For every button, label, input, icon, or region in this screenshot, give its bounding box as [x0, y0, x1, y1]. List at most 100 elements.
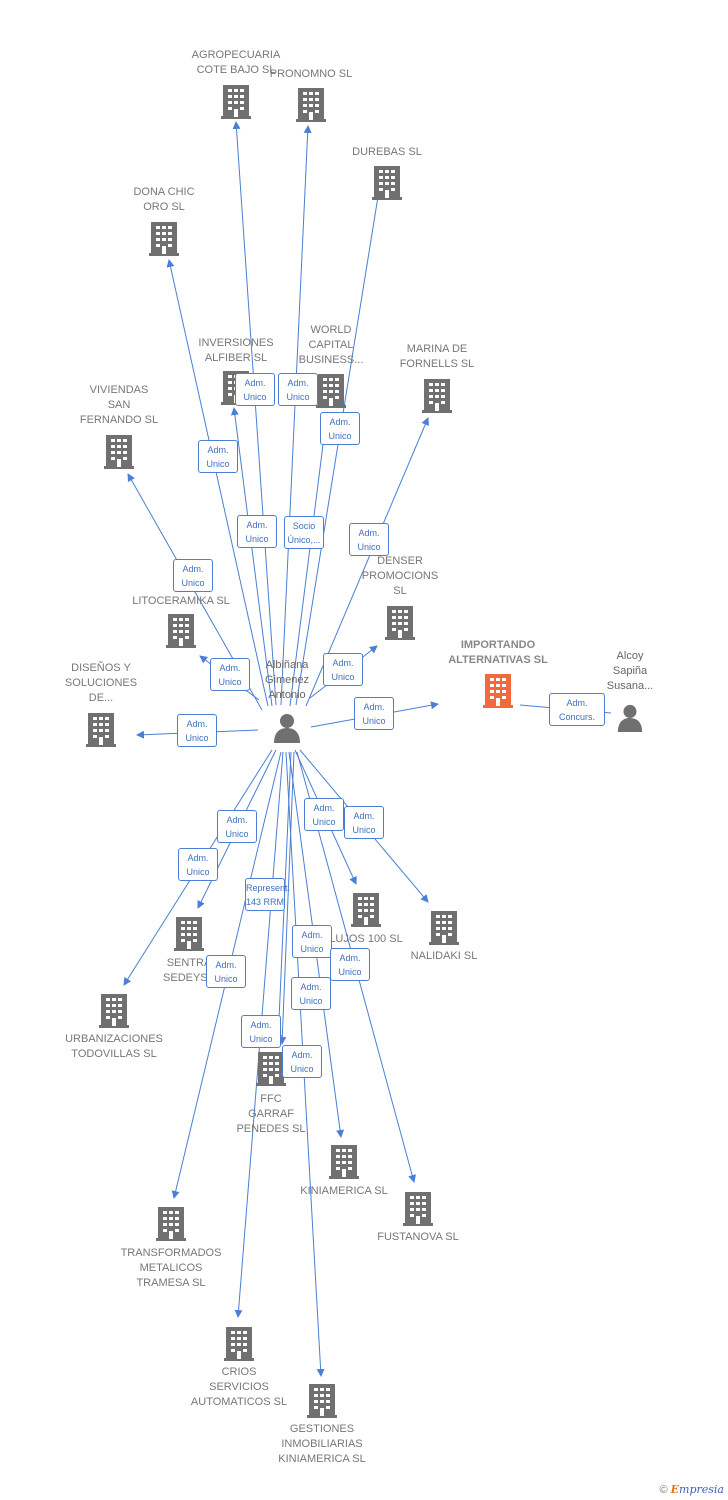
building-icon-crios[interactable]: [224, 1327, 254, 1361]
edge-badge-pronomno[interactable]: Adm. Unico: [278, 373, 318, 406]
edge-label-line: Unico: [249, 1034, 273, 1044]
edge-badge-inversiones[interactable]: Adm.Unico: [237, 515, 277, 548]
company-label-kiniamerica[interactable]: KINIAMERICA SL: [300, 1185, 388, 1197]
edge-label-line: Unico: [352, 825, 376, 835]
person-icon-alcoy[interactable]: [617, 704, 643, 732]
building-icon-transformados[interactable]: [156, 1207, 186, 1241]
footer-brand: © Empresia: [659, 1483, 724, 1496]
edge-label-line: Adm.: [182, 564, 204, 574]
edge-badge-sentra[interactable]: Adm.Unico: [217, 810, 257, 843]
edge-badge-fustanova[interactable]: Adm. Unico: [241, 1015, 281, 1048]
edge-label-line: Adm.: [313, 803, 335, 813]
edge-label-line: Unico: [185, 733, 209, 743]
building-icon-denser[interactable]: [385, 606, 415, 640]
company-label-fustanova[interactable]: FUSTANOVA SL: [377, 1231, 459, 1243]
building-icon-gestiones[interactable]: [307, 1384, 337, 1418]
edge-label-line: Unico: [206, 459, 230, 469]
company-label-durebas[interactable]: DUREBAS SL: [352, 146, 422, 158]
edge-line-inversiones: [230, 407, 273, 707]
edge-badge-lujos[interactable]: Adm.Unico: [304, 798, 344, 831]
edge-label-line: Único,...: [287, 535, 321, 545]
edge-label-line: Adm.: [363, 702, 385, 712]
building-icon-dona-chic[interactable]: [149, 222, 179, 256]
edge-label-line: Unico: [300, 944, 324, 954]
edge-label-line: Unico: [357, 542, 381, 552]
person-icon-center[interactable]: [274, 714, 300, 743]
edge-badge-durebas[interactable]: Adm.Unico: [320, 412, 360, 445]
edge-badge-ffc[interactable]: Adm. Unico: [292, 925, 332, 958]
edge-badge-nalidaki[interactable]: Adm. Unico: [344, 806, 384, 839]
building-icon-fustanova[interactable]: [403, 1192, 433, 1226]
building-icon-sentra[interactable]: [174, 917, 204, 951]
company-label-lujos[interactable]: LUJOS 100 SL: [329, 933, 403, 945]
building-icon-pronomno[interactable]: [296, 88, 326, 122]
edge-label-line: Adm.: [244, 378, 266, 388]
building-icon-agropecuaria[interactable]: [221, 85, 251, 119]
edge-label-line: Adm.: [332, 658, 354, 668]
edge-label-line: Adm.: [287, 378, 309, 388]
edge-label-line: Unico: [245, 534, 269, 544]
edge-label-line: Adm.: [219, 663, 241, 673]
building-icon-disenos[interactable]: [86, 713, 116, 747]
edge-label-line: Adm.: [215, 960, 237, 970]
edge-badge-agropecuaria[interactable]: Adm.Unico: [235, 373, 275, 406]
edge-badge-gestiones[interactable]: Adm.Unico: [282, 1045, 322, 1078]
edge-badge-marina[interactable]: Adm. Unico: [349, 523, 389, 556]
edge-label-line: Adm.: [207, 445, 229, 455]
edge-label-line: Unico: [286, 392, 310, 402]
edge-line-pronomno: [280, 125, 312, 706]
building-icon-litoceramika[interactable]: [166, 614, 196, 648]
edge-badge-denser[interactable]: Adm.Unico: [323, 653, 363, 686]
edge-badge-transformados[interactable]: Adm.Unico: [206, 955, 246, 988]
edge-badge-importando[interactable]: Adm. Unico: [354, 697, 394, 730]
edge-label-line: Adm.: [301, 930, 323, 940]
company-label-litoceramika[interactable]: LITOCERAMIKA SL: [132, 595, 230, 607]
building-icon-lujos[interactable]: [351, 893, 381, 927]
edge-badge-dona-chic[interactable]: Adm. Unico: [198, 440, 238, 473]
building-icon-nalidaki[interactable]: [429, 911, 459, 945]
edge-label-line: Adm.: [250, 1020, 272, 1030]
edge-label-line: Unico: [362, 716, 386, 726]
building-icon-kiniamerica[interactable]: [329, 1145, 359, 1179]
edge-label-line: Adm.: [353, 811, 375, 821]
company-label-pronomno[interactable]: PRONOMNO SL: [269, 68, 353, 80]
company-label-nalidaki[interactable]: NALIDAKI SL: [410, 950, 478, 962]
building-icon-urbanizaciones[interactable]: [99, 994, 129, 1028]
edge-badge-litoceramika[interactable]: Adm.Unico: [210, 658, 250, 691]
building-icon-importando[interactable]: [483, 674, 513, 708]
building-icon-world-capital[interactable]: [316, 374, 346, 408]
edge-badge-disenos[interactable]: Adm.Unico: [177, 714, 217, 747]
edge-badge-kiniamerica[interactable]: Adm.Unico: [330, 948, 370, 981]
building-icon-viviendas[interactable]: [104, 435, 134, 469]
building-icon-durebas[interactable]: [372, 166, 402, 200]
edge-badge-crios[interactable]: Represent.143 RRM: [245, 878, 291, 911]
edge-badge-viviendas[interactable]: Adm.Unico: [173, 559, 213, 592]
edge-label-line: Adm.: [358, 528, 380, 538]
edge-badge-alcoy[interactable]: Adm.Concurs.: [549, 693, 605, 726]
edge-label-line: Adm.: [300, 982, 322, 992]
edge-badge-ffc[interactable]: Adm.Unico: [291, 977, 331, 1010]
edge-line-ffc: [278, 751, 295, 1045]
edge-badge-urbanizaciones[interactable]: Adm.Unico: [178, 848, 218, 881]
edge-label-line: Represent.: [246, 883, 291, 893]
building-icon-marina[interactable]: [422, 379, 452, 413]
